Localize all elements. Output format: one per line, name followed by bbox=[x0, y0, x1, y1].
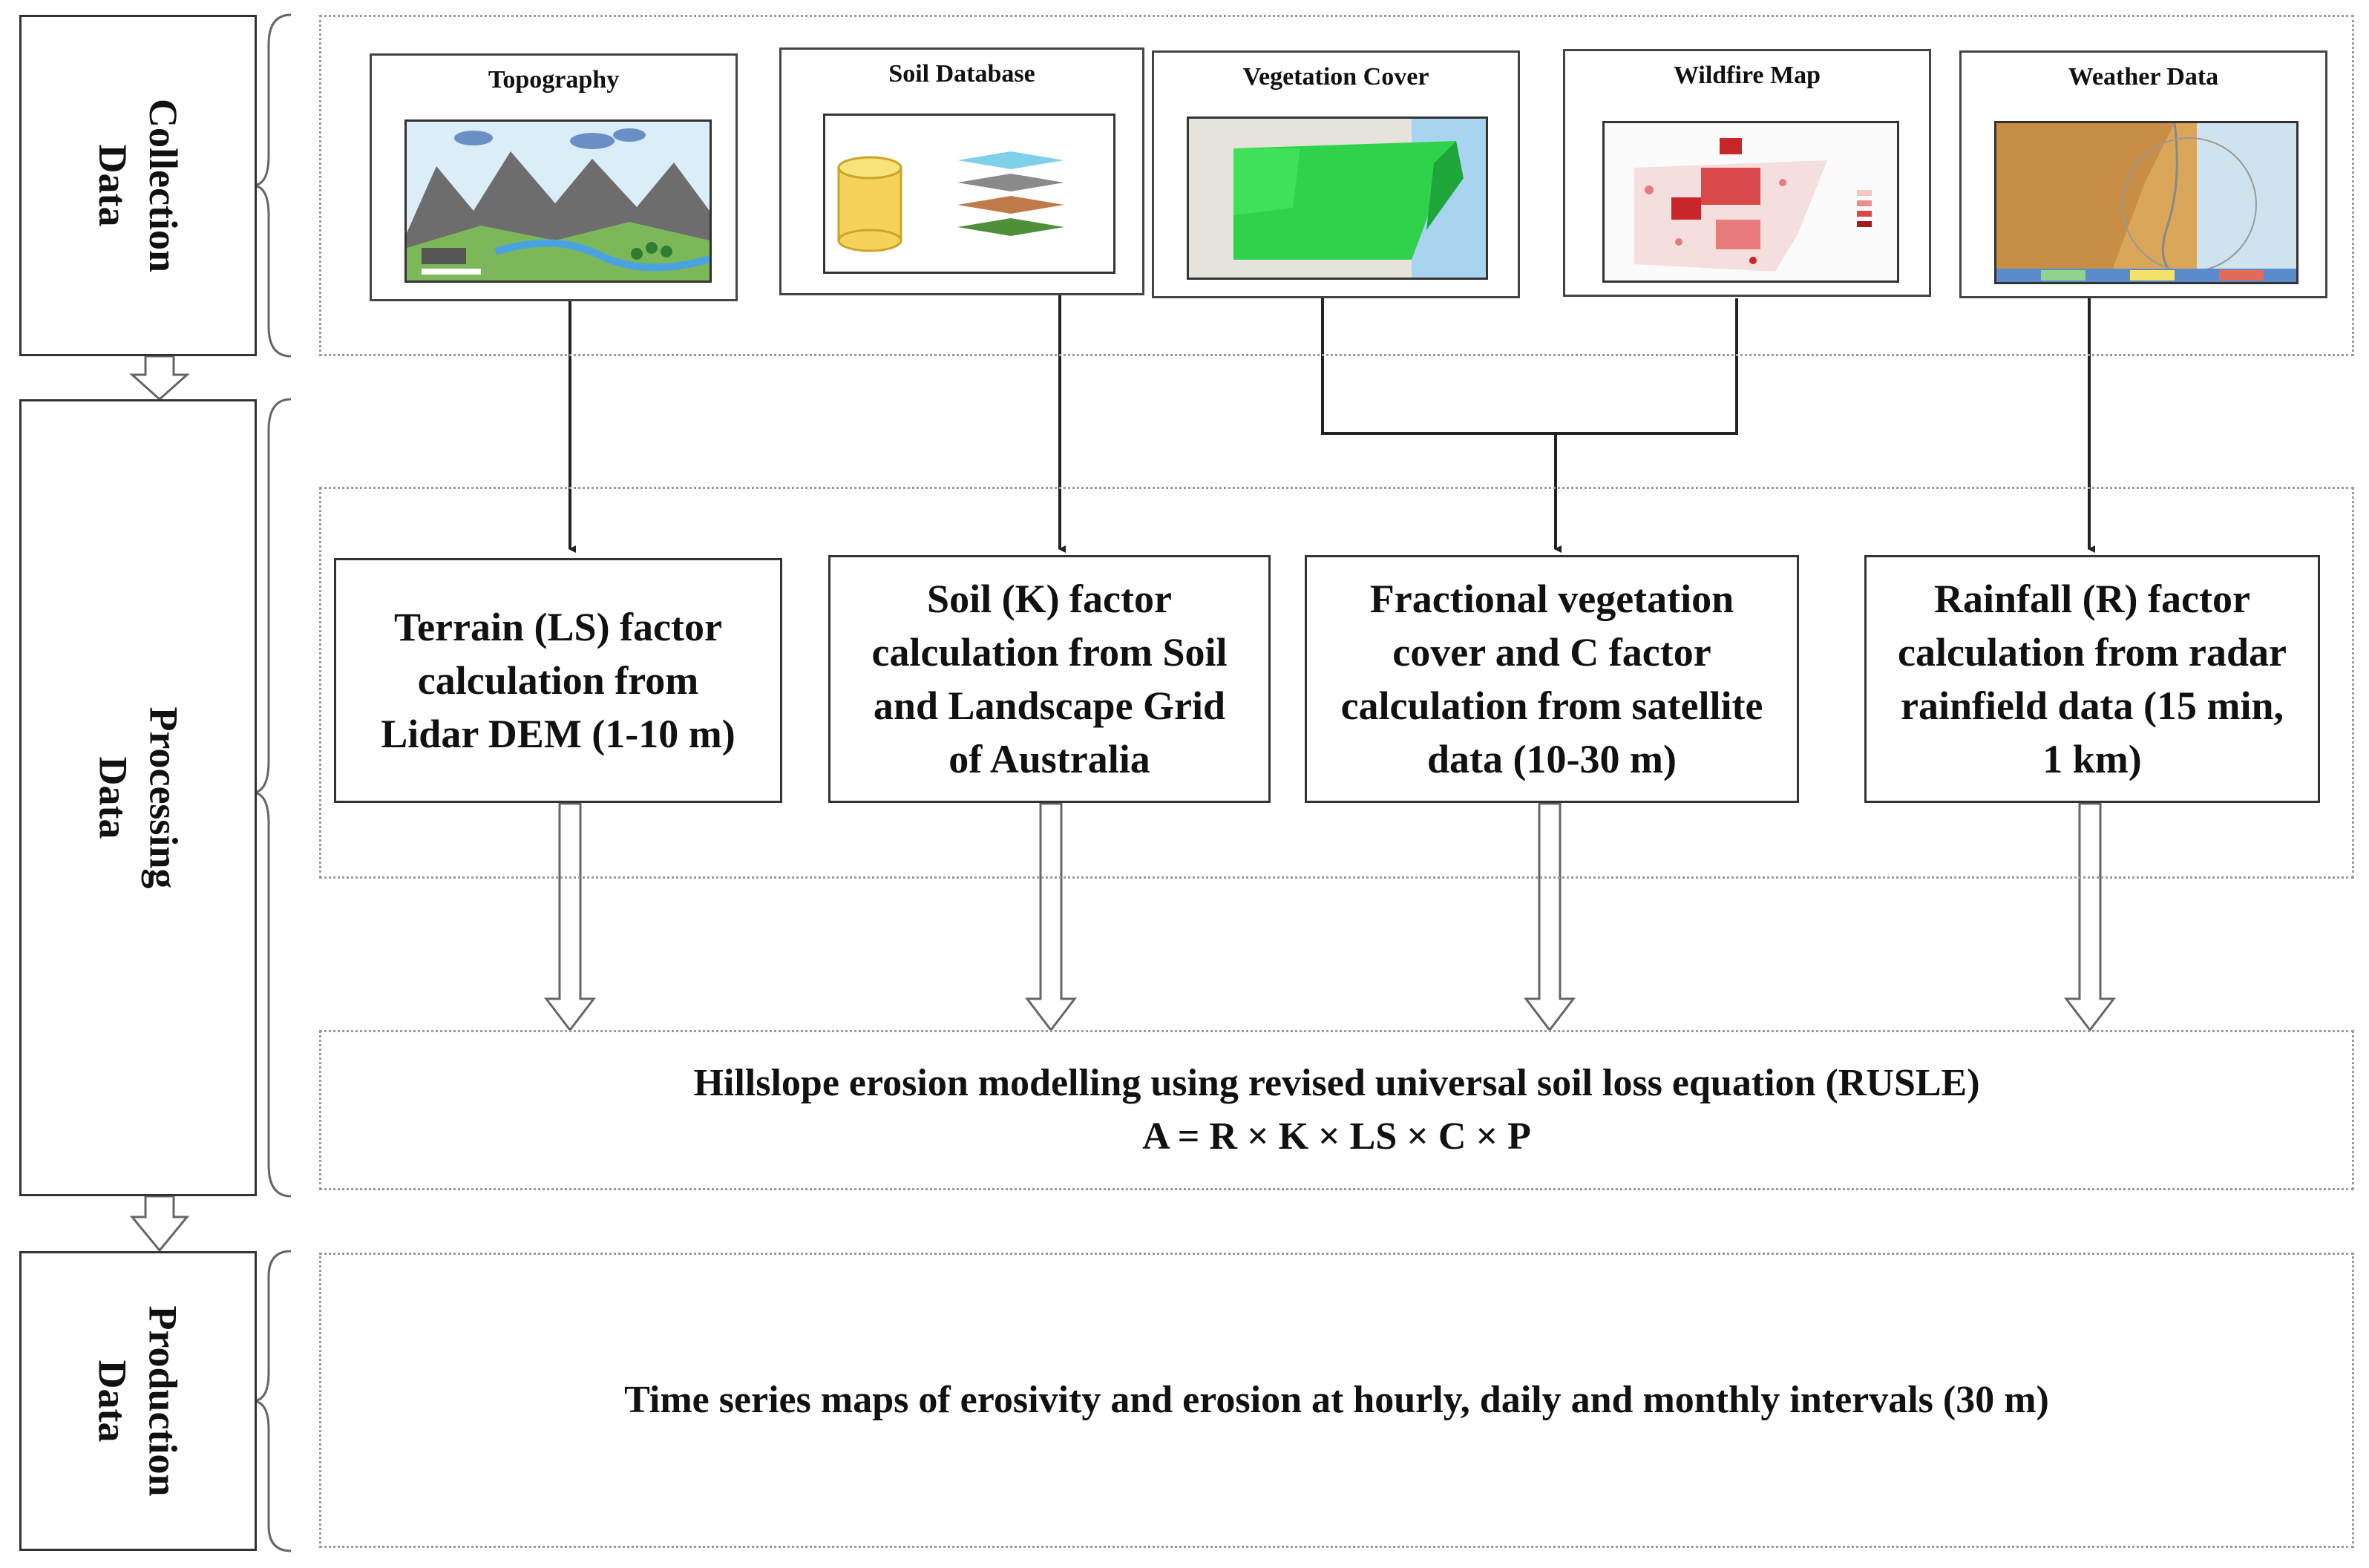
source-topography: Topography bbox=[370, 53, 738, 301]
stage-arrow-2 bbox=[129, 1195, 190, 1253]
factor-soil-k-text: Soil (K) factor calculation from Soil an… bbox=[871, 577, 1228, 781]
brace-processing bbox=[252, 398, 292, 1198]
model-equation: A = R × K × LS × C × P bbox=[1142, 1115, 1531, 1158]
factor-rainfall-r: Rainfall (R) factor calculation from rad… bbox=[1864, 555, 2320, 803]
source-vegetation-cover-title: Vegetation Cover bbox=[1242, 63, 1429, 91]
source-wildfire-map-title: Wildfire Map bbox=[1673, 62, 1821, 89]
model-title: Hillslope erosion modelling using revise… bbox=[693, 1062, 1980, 1104]
factor-terrain-ls-text: Terrain (LS) factor calculation from Lid… bbox=[381, 605, 735, 756]
source-weather-data: Weather Data bbox=[1959, 50, 2327, 298]
source-wildfire-map: Wildfire Map bbox=[1563, 49, 1931, 297]
stage-processing: Processing Data bbox=[19, 399, 257, 1196]
factor-rainfall-r-text: Rainfall (R) factor calculation from rad… bbox=[1898, 577, 2287, 781]
stage-production: Production Data bbox=[19, 1251, 257, 1551]
factor-vegetation-c: Fractional vegetation cover and C factor… bbox=[1305, 555, 1799, 803]
factor-soil-k: Soil (K) factor calculation from Soil an… bbox=[828, 555, 1271, 803]
hollow-arrow-2 bbox=[1024, 802, 1078, 1032]
topography-illustration-icon bbox=[404, 119, 712, 283]
source-weather-data-title: Weather Data bbox=[2068, 63, 2219, 91]
stage-collection-label: Collection Data bbox=[91, 99, 186, 272]
stage-production-label: Production Data bbox=[91, 1305, 186, 1497]
collection-container bbox=[319, 15, 2354, 356]
output-text: Time series maps of erosivity and erosio… bbox=[624, 1379, 2049, 1421]
stage-arrow-1 bbox=[129, 355, 190, 401]
vegetation-map-icon bbox=[1187, 117, 1488, 280]
radar-map-icon bbox=[1994, 121, 2298, 284]
source-soil-database-title: Soil Database bbox=[888, 60, 1035, 88]
model-container bbox=[319, 1030, 2354, 1190]
model-box: Hillslope erosion modelling using revise… bbox=[319, 1030, 2354, 1190]
source-vegetation-cover: Vegetation Cover bbox=[1152, 50, 1520, 298]
processing-container bbox=[319, 487, 2354, 879]
hollow-arrow-4 bbox=[2063, 802, 2117, 1032]
hollow-arrow-1 bbox=[543, 802, 597, 1032]
factor-terrain-ls: Terrain (LS) factor calculation from Lid… bbox=[334, 558, 782, 803]
output-container bbox=[319, 1253, 2354, 1548]
hollow-arrow-3 bbox=[1523, 802, 1576, 1032]
brace-production bbox=[252, 1250, 292, 1552]
output-box: Time series maps of erosivity and erosio… bbox=[319, 1253, 2354, 1548]
connector-veg-fire bbox=[1321, 298, 1738, 435]
factor-vegetation-c-text: Fractional vegetation cover and C factor… bbox=[1340, 577, 1763, 781]
wildfire-map-icon bbox=[1602, 121, 1899, 283]
stage-collection: Collection Data bbox=[19, 15, 257, 356]
database-layers-illustration-icon bbox=[823, 114, 1115, 274]
brace-collection bbox=[252, 13, 292, 358]
source-soil-database: Soil Database bbox=[779, 47, 1144, 295]
source-topography-title: Topography bbox=[488, 66, 620, 94]
stage-processing-label: Processing Data bbox=[90, 706, 186, 889]
